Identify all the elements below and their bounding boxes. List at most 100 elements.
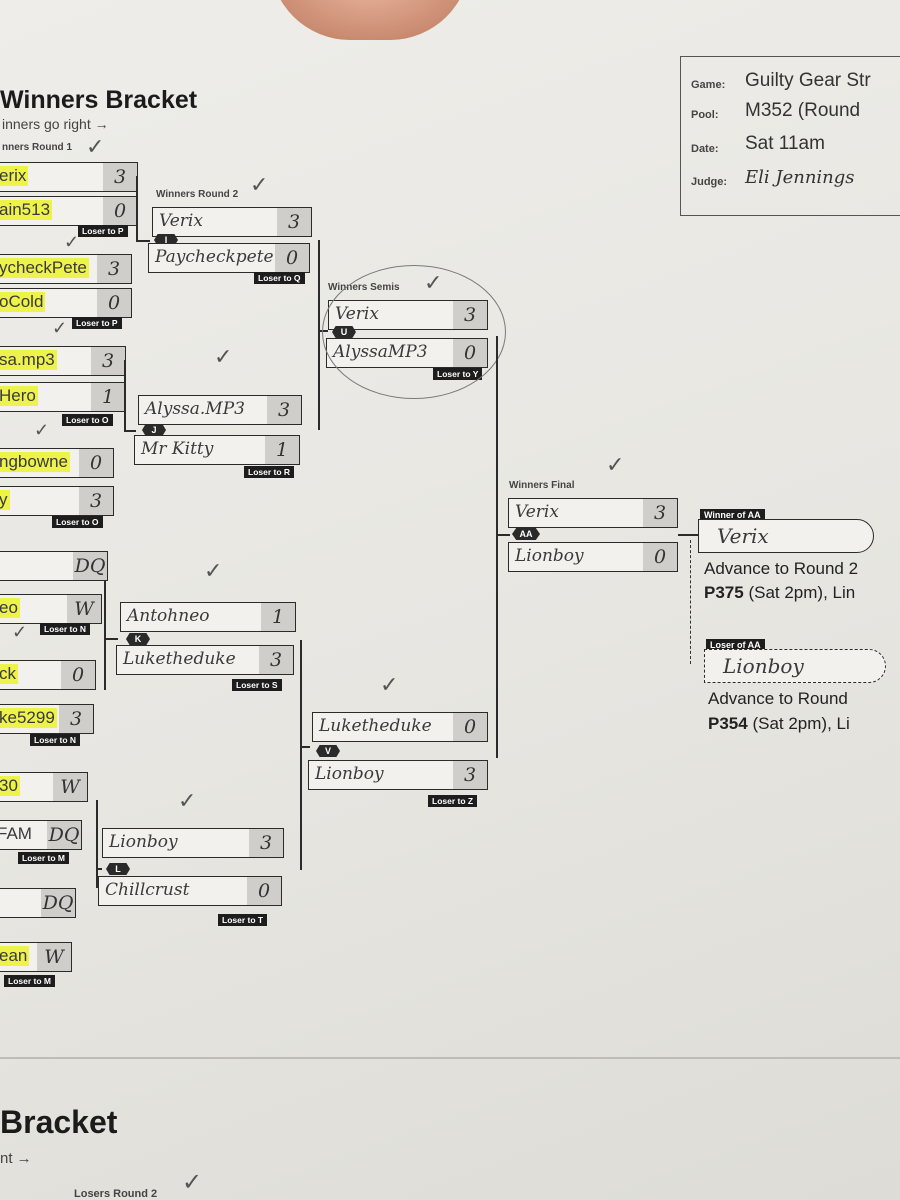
checkmark: ✓ xyxy=(64,232,80,252)
connector-dashed xyxy=(690,540,691,664)
r1-score: 0 xyxy=(103,197,137,225)
r1-score: 3 xyxy=(91,347,125,375)
r1-slot: 30 W xyxy=(0,772,88,802)
player-name: Mr Kitty xyxy=(141,439,214,459)
player-score: 3 xyxy=(267,396,301,424)
player-score: 0 xyxy=(275,244,309,272)
judge-label: Judge: xyxy=(691,176,728,188)
connector xyxy=(678,534,698,536)
connector xyxy=(124,430,136,432)
loser-tag: Loser to M xyxy=(18,852,69,864)
final-slot-bottom: Lionboy 0 xyxy=(508,542,678,572)
winner-name: Verix xyxy=(717,524,769,548)
bracket-subtitle: inners go right → xyxy=(2,116,109,132)
r1-score: DQ xyxy=(73,552,107,580)
connector xyxy=(96,868,102,870)
page-fold xyxy=(0,1057,900,1059)
checkmark: ✓ xyxy=(424,270,443,295)
loser-pool-code: P354 xyxy=(708,714,748,733)
player-score: 1 xyxy=(265,436,299,464)
connector xyxy=(136,240,150,242)
player-name: Luketheduke xyxy=(319,716,432,736)
checkmark: ✓ xyxy=(178,788,197,813)
r1-name: Hero xyxy=(0,386,38,406)
loser-tag: Loser to N xyxy=(30,734,81,746)
r1-name: ain513 xyxy=(0,200,53,220)
r1-score: 1 xyxy=(91,383,125,411)
match-id-badge: J xyxy=(142,424,166,436)
player-name: Lionboy xyxy=(515,546,584,566)
loser-tag: Loser to P xyxy=(78,225,128,237)
r2-slot-top: Alyssa.MP3 3 xyxy=(138,395,302,425)
r1-score: DQ xyxy=(41,889,75,917)
pool-value: M352 (Round xyxy=(745,100,861,121)
player-score: 0 xyxy=(453,713,487,741)
r1-score: 0 xyxy=(79,449,113,477)
date-label: Date: xyxy=(691,143,719,155)
player-score: 0 xyxy=(247,877,281,905)
r1-score: 3 xyxy=(103,163,137,191)
thumb xyxy=(270,0,470,40)
winner-pool-time: (Sat 2pm), Lin xyxy=(748,583,856,602)
circle-annotation xyxy=(322,265,506,399)
checkmark: ✓ xyxy=(204,558,223,583)
connector xyxy=(104,580,106,690)
winner-advance-text: Advance to Round 2 xyxy=(704,559,859,578)
r1-slot: Hero 1 xyxy=(0,382,126,412)
r1-slot: ean W xyxy=(0,942,72,972)
match-id-badge: L xyxy=(106,863,130,875)
r1-score: DQ xyxy=(47,821,81,849)
losers-bracket-subtitle: nt → xyxy=(0,1150,32,1167)
r1-name: ean xyxy=(0,946,30,966)
winner-label: Winner of AA xyxy=(700,509,765,521)
connector xyxy=(496,534,510,536)
connector xyxy=(318,240,320,430)
r1-score: 3 xyxy=(97,255,131,283)
match-id-badge: V xyxy=(316,745,340,757)
checkmark: ✓ xyxy=(182,1169,203,1196)
player-name: Paycheckpete xyxy=(155,247,274,267)
r1-slot: ycheckPete 3 xyxy=(0,254,132,284)
r1-score: 0 xyxy=(61,661,95,689)
round1-label: nners Round 1 xyxy=(2,142,73,153)
player-score: 3 xyxy=(453,761,487,789)
match-id-badge: AA xyxy=(512,528,540,540)
r1-name: ycheckPete xyxy=(0,258,89,278)
r1-score: W xyxy=(37,943,71,971)
player-score: 3 xyxy=(643,499,677,527)
semis-slot-top: Luketheduke 0 xyxy=(312,712,488,742)
r1-name: 30 xyxy=(0,776,20,796)
r2-slot-bottom: Mr Kitty 1 xyxy=(134,435,300,465)
r1-score: W xyxy=(53,773,87,801)
player-name: Alyssa.MP3 xyxy=(145,399,245,419)
r1-slot: sa.mp3 3 xyxy=(0,346,126,376)
loser-name: Lionboy xyxy=(723,654,804,678)
player-name: Verix xyxy=(515,502,559,522)
r1-score: 3 xyxy=(59,705,93,733)
winner-pool-line: P375 (Sat 2pm), Lin xyxy=(704,583,855,603)
loser-tag: Loser to N xyxy=(40,623,91,635)
connector xyxy=(300,640,302,870)
loser-tag: Loser to O xyxy=(52,516,103,528)
bracket-title: Winners Bracket xyxy=(0,86,198,114)
losers-round2-label: Losers Round 2 xyxy=(74,1188,158,1200)
player-score: 0 xyxy=(643,543,677,571)
loser-label: Loser of AA xyxy=(706,639,765,651)
loser-tag: Loser to S xyxy=(232,679,282,691)
connector xyxy=(496,336,498,758)
checkmark: ✓ xyxy=(380,672,399,697)
loser-advance-text: Advance to Round xyxy=(708,689,848,708)
player-score: 3 xyxy=(249,829,283,857)
r1-name: sa.mp3 xyxy=(0,350,57,370)
winner-pool-code: P375 xyxy=(704,583,744,602)
